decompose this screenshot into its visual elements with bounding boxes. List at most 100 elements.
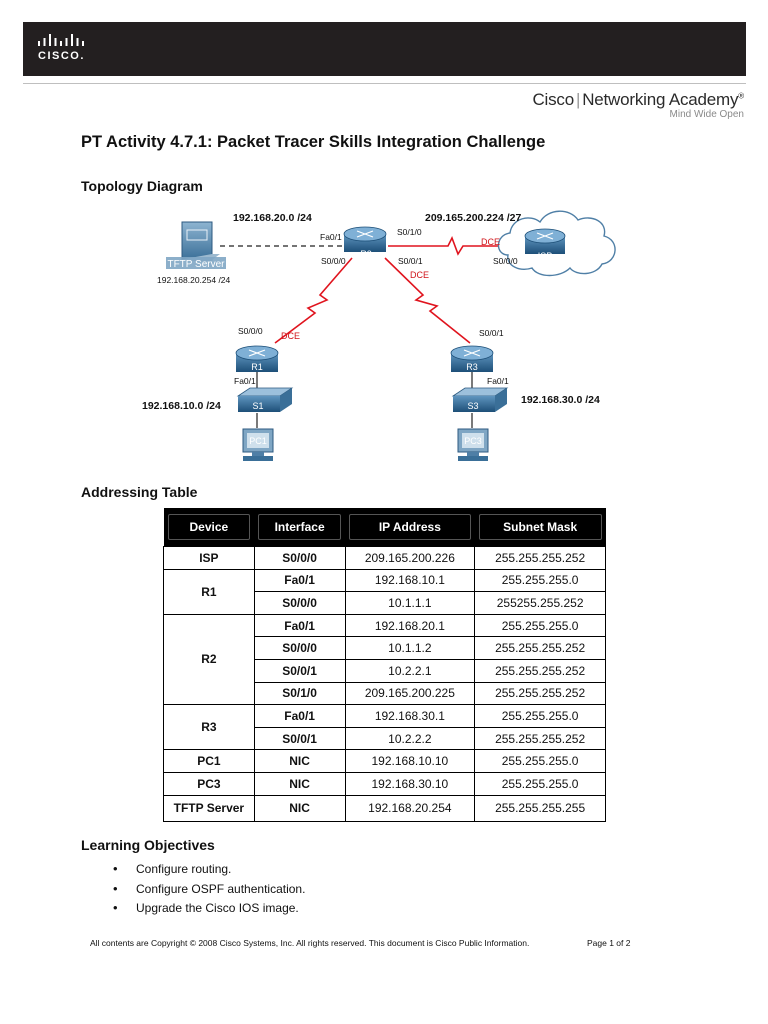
cisco-logo-text: CISCO. — [38, 50, 85, 62]
interface-cell: Fa0/1 — [253, 613, 346, 638]
column-header: Device — [163, 508, 255, 547]
interface-cell: NIC — [253, 794, 346, 822]
switch-s3-icon — [451, 387, 509, 412]
interface-cell: Fa0/1 — [253, 568, 346, 593]
list-item: Configure OSPF authentication. — [110, 881, 305, 902]
ip-cell: 192.168.30.10 — [344, 771, 476, 796]
r1-fa01-label: Fa0/1 — [234, 376, 256, 386]
device-cell: PC3 — [163, 771, 255, 796]
table-row: PC1 NIC 192.168.10.10 255.255.255.0 — [163, 749, 606, 773]
router-r3-icon — [450, 345, 494, 372]
router-isp-icon — [524, 228, 566, 254]
tftp-ip-label: 192.168.20.254 /24 — [157, 275, 231, 285]
interface-cell: S0/0/0 — [253, 546, 346, 570]
dce-r1-label: DCE — [281, 331, 300, 341]
table-row: S0/0/0 10.1.1.2 255.255.255.252 — [164, 636, 606, 660]
net-30-label: 192.168.30.0 /24 — [521, 394, 600, 406]
mask-cell: 255.255.255.0 — [474, 704, 606, 728]
device-cell: PC1 — [163, 749, 255, 773]
mask-cell: 255.255.255.0 — [474, 771, 606, 796]
ip-cell: 209.165.200.225 — [344, 681, 476, 706]
page-title: PT Activity 4.7.1: Packet Tracer Skills … — [81, 133, 546, 151]
table-row: S0/0/1 10.2.2.2 255.255.255.252 — [164, 726, 606, 751]
table-row: S0/0/0 10.1.1.1 255255.255.252 — [164, 591, 606, 615]
interface-cell: S0/1/0 — [253, 681, 346, 706]
link-r2-isp — [388, 236, 522, 256]
table-header-row: Device Interface IP Address Subnet Mask — [163, 508, 606, 547]
device-cell: ISP — [163, 546, 255, 570]
ip-cell: 192.168.10.10 — [344, 749, 476, 773]
net-200-label: 209.165.200.224 /27 — [425, 212, 522, 224]
list-item: Upgrade the Cisco IOS image. — [110, 900, 305, 921]
interface-cell: NIC — [253, 749, 346, 773]
table-row: R3 Fa0/1 192.168.30.1 255.255.255.0 — [163, 704, 606, 751]
ip-cell: 192.168.10.1 — [344, 568, 476, 593]
list-item: Configure routing. — [110, 861, 305, 882]
dce-isp-label: DCE — [481, 237, 500, 247]
interface-cell: NIC — [253, 771, 346, 796]
academy-rest: Networking Academy — [582, 90, 739, 109]
mask-cell: 255.255.255.255 — [474, 794, 606, 822]
tftp-label: TFTP Server — [167, 259, 225, 270]
device-cell: R1 — [163, 568, 255, 615]
ip-cell: 10.2.2.1 — [344, 658, 476, 683]
table-row: TFTP Server NIC 192.168.20.254 255.255.2… — [163, 794, 606, 822]
device-cell: R3 — [163, 704, 255, 751]
r1-s000-label: S0/0/0 — [238, 326, 263, 336]
interface-cell: S0/0/0 — [253, 636, 346, 660]
mask-cell: 255.255.255.252 — [474, 658, 606, 683]
router-r2-icon — [343, 226, 387, 252]
mask-cell: 255.255.255.252 — [474, 636, 606, 660]
ip-cell: 10.1.1.1 — [344, 591, 476, 615]
r2-s001-label: S0/0/1 — [398, 256, 423, 266]
cisco-bars-icon — [38, 34, 84, 46]
addressing-table: Device Interface IP Address Subnet Mask … — [163, 508, 606, 822]
net-10-label: 192.168.10.0 /24 — [142, 400, 221, 412]
column-header: Subnet Mask — [474, 508, 606, 547]
interface-cell: Fa0/1 — [253, 704, 346, 728]
academy-brand: Cisco|Networking Academy® Mind Wide Open — [532, 90, 744, 120]
r2-s000-label: S0/0/0 — [321, 256, 346, 266]
header-rule — [23, 83, 746, 84]
mask-cell: 255255.255.252 — [474, 591, 606, 615]
dce-r3-label: DCE — [410, 270, 429, 280]
topology-diagram: TFTP Server 192.168.20.254 /24 R2 ISP R1… — [142, 210, 616, 461]
pc1-label: PC1 — [249, 436, 267, 446]
ip-cell: 192.168.30.1 — [344, 704, 476, 728]
net-20-label: 192.168.20.0 /24 — [233, 212, 312, 224]
device-cell: TFTP Server — [163, 794, 255, 822]
mask-cell: 255.255.255.252 — [474, 681, 606, 706]
cisco-logo: CISCO. — [36, 34, 92, 66]
r2-label: R2 — [360, 249, 372, 259]
link-r2-r1 — [274, 257, 353, 344]
r2-s010-label: S0/1/0 — [397, 227, 422, 237]
isp-label: ISP — [538, 251, 553, 261]
s3-label: S3 — [467, 401, 478, 411]
table-row: S0/1/0 209.165.200.225 255.255.255.252 — [164, 681, 606, 706]
objectives-heading: Learning Objectives — [81, 837, 215, 853]
mask-cell: 255.255.255.252 — [474, 546, 606, 570]
r2-fa01-label: Fa0/1 — [320, 232, 342, 242]
ip-cell: 192.168.20.254 — [344, 794, 476, 822]
table-row: R2 Fa0/1 192.168.20.1 255.255.255.0 — [163, 613, 606, 706]
table-row: PC3 NIC 192.168.30.10 255.255.255.0 — [163, 771, 606, 796]
router-r1-icon — [235, 345, 279, 372]
academy-tagline: Mind Wide Open — [669, 109, 744, 120]
pc3-label: PC3 — [464, 436, 482, 446]
mask-cell: 255.255.255.0 — [474, 613, 606, 638]
mask-cell: 255.255.255.0 — [474, 568, 606, 593]
addressing-heading: Addressing Table — [81, 484, 198, 500]
pc3-icon — [457, 428, 489, 461]
device-cell: R2 — [163, 613, 255, 706]
pc1-icon — [242, 428, 274, 461]
header-banner: CISCO. — [23, 22, 746, 76]
mask-cell: 255.255.255.252 — [474, 726, 606, 751]
r1-label: R1 — [251, 362, 263, 372]
s1-label: S1 — [252, 401, 263, 411]
ip-cell: 209.165.200.226 — [344, 546, 476, 570]
objectives-list: Configure routing. Configure OSPF authen… — [110, 861, 305, 921]
column-header: IP Address — [345, 508, 475, 547]
mask-cell: 255.255.255.0 — [474, 749, 606, 773]
academy-cisco: Cisco — [532, 90, 574, 109]
server-icon — [179, 221, 220, 261]
